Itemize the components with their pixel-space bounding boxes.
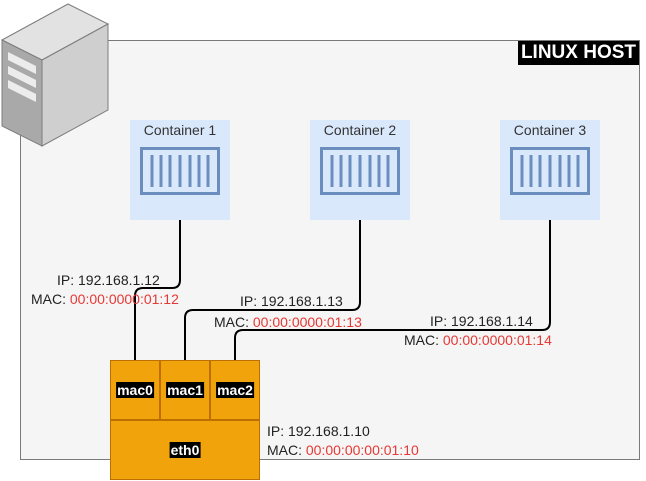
port-eth0[interactable]: eth0	[110, 420, 260, 480]
mac0-ip-label: IP: 192.168.1.12	[57, 272, 160, 288]
eth0-mac-label: MAC: 00:00:00:00:01:10	[267, 442, 419, 458]
port-label: mac2	[216, 382, 254, 398]
port-mac2[interactable]: mac2	[210, 360, 260, 420]
mac2-ip-label: IP: 192.168.1.14	[430, 313, 533, 329]
container-icon	[510, 147, 590, 195]
mac2-mac-label: MAC: 00:00:0000:01:14	[404, 332, 552, 348]
container-icon	[140, 147, 220, 195]
wire-container-2-mac1	[184, 220, 361, 360]
mac0-mac-label: MAC: 00:00:0000:01:12	[31, 291, 179, 307]
wire-container-1-mac0	[134, 220, 181, 360]
container-label: Container 3	[513, 122, 587, 138]
container-1[interactable]: Container 1	[130, 120, 230, 220]
port-label: eth0	[169, 442, 201, 458]
container-2[interactable]: Container 2	[310, 120, 410, 220]
port-mac1[interactable]: mac1	[160, 360, 210, 420]
container-3[interactable]: Container 3	[500, 120, 600, 220]
port-label: mac0	[116, 382, 154, 398]
port-label: mac1	[166, 382, 204, 398]
server-tower-icon	[0, 3, 110, 147]
port-mac0[interactable]: mac0	[110, 360, 160, 420]
container-label: Container 1	[143, 122, 217, 138]
container-icon	[320, 147, 400, 195]
eth0-ip-label: IP: 192.168.1.10	[267, 423, 370, 439]
host-label: LINUX HOST	[517, 41, 639, 65]
wire-container-3-mac2	[234, 220, 551, 360]
mac1-mac-label: MAC: 00:00:0000:01:13	[214, 314, 362, 330]
mac1-ip-label: IP: 192.168.1.13	[240, 293, 343, 309]
container-label: Container 2	[323, 122, 397, 138]
